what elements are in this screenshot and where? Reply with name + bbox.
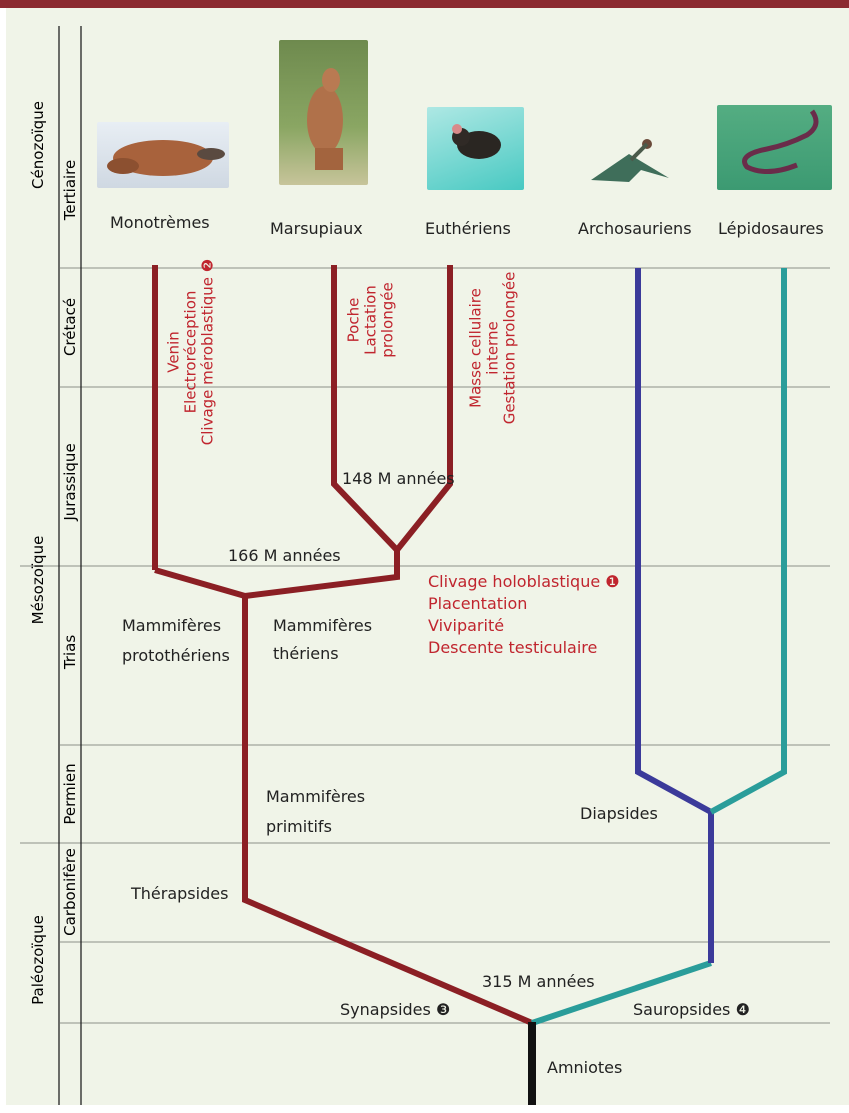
period-label-jurassic: Jurassique [61, 443, 79, 520]
trait-inner: interne [485, 272, 502, 425]
group-label-therapsids: Thérapsides [131, 884, 228, 903]
trait-meroblastic-cleavage: Clivage méroblastique ❷ [200, 259, 217, 445]
trait-lactation: Lactation [363, 282, 380, 357]
trait-inner-cell-mass: Masse cellulaire [468, 272, 485, 425]
branch-prototherian-link [155, 570, 245, 596]
traits-eutherians: Masse cellulaire interne Gestation prolo… [468, 272, 519, 425]
period-label-carboniferous: Carbonifère [61, 848, 79, 936]
taxon-label-eutherians: Euthériens [425, 219, 511, 238]
group-label-primitive-line2: primitifs [266, 817, 332, 836]
group-label-sauropsids: Sauropsides ❹ [633, 1000, 750, 1019]
group-label-amniotes: Amniotes [547, 1058, 622, 1077]
period-label-cretaceous: Crétacé [61, 298, 79, 356]
era-label-mesozoic: Mésozoïque [29, 536, 47, 625]
archaeopteryx-illustration [581, 130, 677, 190]
trait-viviparity: Viviparité [428, 616, 504, 635]
trait-electroreception: Electroréception [183, 259, 200, 445]
group-label-prototherians-line2: protothériens [122, 646, 230, 665]
branch-lepidosaurs [711, 268, 784, 812]
trait-placentation: Placentation [428, 594, 527, 613]
node-age-amniote-split: 315 M années [482, 972, 595, 991]
snake-photo [717, 105, 832, 190]
taxon-label-marsupials: Marsupiaux [270, 219, 363, 238]
trait-venom: Venin [166, 259, 183, 445]
trait-holoblastic-cleavage: Clivage holoblastique ❶ [428, 572, 620, 591]
taxon-label-monotremes: Monotrèmes [110, 213, 210, 232]
trait-prolonged-gestation: Gestation prolongée [502, 272, 519, 425]
era-label-paleozoic: Paléozoïque [29, 915, 47, 1005]
taxon-label-lepidosaurs: Lépidosaures [718, 219, 824, 238]
group-label-synapsids: Synapsides ❸ [340, 1000, 450, 1019]
trait-testicular-descent: Descente testiculaire [428, 638, 597, 657]
branch-archosaurs [638, 268, 711, 812]
group-label-primitive-line1: Mammifères [266, 787, 365, 806]
period-label-permian: Permien [61, 763, 79, 824]
group-label-therians-line1: Mammifères [273, 616, 372, 635]
kangaroo-photo [279, 40, 368, 185]
branch-eutherians [397, 265, 450, 550]
taxon-label-archosaurs: Archosauriens [578, 219, 692, 238]
platypus-photo [97, 122, 229, 188]
period-label-triassic: Trias [61, 635, 79, 669]
traits-monotremes: Venin Electroréception Clivage méroblast… [166, 259, 217, 445]
traits-marsupials: Poche Lactation prolongée [346, 282, 397, 357]
node-age-mammal-split: 166 M années [228, 546, 341, 565]
group-label-prototherians-line1: Mammifères [122, 616, 221, 635]
period-label-tertiary: Tertiaire [61, 160, 79, 220]
group-label-therians-line2: thériens [273, 644, 339, 663]
group-label-diapsids: Diapsides [580, 804, 658, 823]
era-label-cenozoic: Cénozoïque [29, 101, 47, 189]
trait-prolonged: prolongée [380, 282, 397, 357]
mouse-photo [427, 107, 524, 190]
node-age-therian-split: 148 M années [342, 469, 455, 488]
trait-pouch: Poche [346, 282, 363, 357]
